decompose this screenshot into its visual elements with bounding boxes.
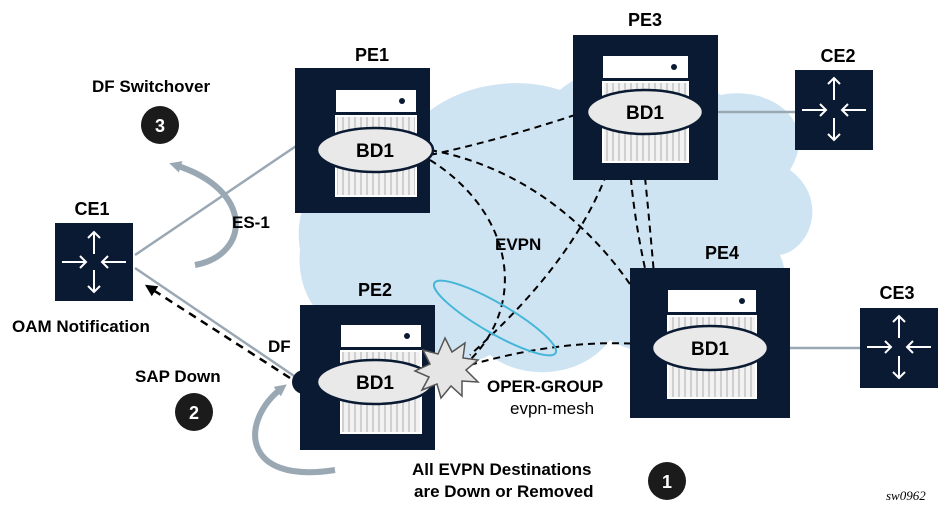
- pe1-led: [399, 98, 405, 104]
- pe1-node: BD1 PE1: [295, 45, 435, 213]
- oper-group-ring: [432, 279, 558, 357]
- link-ce1-pe2: [134, 266, 301, 382]
- pe2-label: PE2: [358, 280, 392, 300]
- pe4-bd-label: BD1: [691, 339, 729, 360]
- pe4-card-top: [668, 290, 756, 312]
- sap-down-curve-arrow: [252, 384, 336, 476]
- pe3-card-top: [603, 56, 688, 78]
- ce3-label: CE3: [879, 283, 914, 303]
- pe1-label: PE1: [355, 45, 389, 65]
- pe2-card-top: [341, 325, 421, 347]
- svg-text:2: 2: [189, 403, 199, 423]
- failure-explosion-icon: [413, 336, 480, 400]
- pe4-node: BD1 PE4: [630, 243, 790, 418]
- df-switchover-label: DF Switchover: [92, 77, 210, 96]
- pe1-bd-bubble: [315, 126, 435, 174]
- ce2-node: CE2: [795, 46, 873, 150]
- evpn-pe1-pe2: [429, 159, 506, 361]
- svg-text:3: 3: [155, 116, 165, 136]
- df-sap-marker: [292, 370, 316, 394]
- ce3-node: CE3: [860, 283, 938, 388]
- ce1-label: CE1: [74, 199, 109, 219]
- pe3-led: [671, 64, 677, 70]
- svg-text:1: 1: [662, 472, 672, 492]
- ce1-node: CE1: [55, 199, 133, 301]
- evpn-pe1-pe4: [429, 149, 663, 341]
- step-3-badge: 3: [141, 106, 179, 144]
- pe2-node: BD1 PE2: [292, 280, 435, 450]
- all-evpn-line2: are Down or Removed: [414, 482, 594, 501]
- es1-label: ES-1: [232, 213, 270, 232]
- pe3-bd-label: BD1: [626, 103, 664, 124]
- pe3-node: BD1 PE3: [573, 10, 718, 180]
- oam-notification-label: OAM Notification: [12, 317, 150, 336]
- evpn-pe2-pe4: [469, 342, 653, 366]
- pe3-label: PE3: [628, 10, 662, 30]
- step-2-badge: 2: [175, 393, 213, 431]
- oper-group-label: OPER-GROUP: [487, 377, 603, 396]
- pe2-led: [404, 333, 410, 339]
- df-label: DF: [268, 337, 291, 356]
- link-ce1-pe1: [134, 138, 306, 257]
- evpn-pe3-pe4-a: [639, 129, 661, 341]
- pe1-bd-label: BD1: [356, 141, 394, 162]
- evpn-pe1-pe3: [429, 109, 591, 156]
- pe4-led: [739, 298, 745, 304]
- oam-notification-arrow: [144, 284, 291, 380]
- pe4-label: PE4: [705, 243, 739, 263]
- ce2-label: CE2: [820, 46, 855, 66]
- evpn-label: EVPN: [495, 235, 541, 254]
- all-evpn-line1: All EVPN Destinations: [412, 460, 591, 479]
- sap-down-label: SAP Down: [135, 367, 221, 386]
- figure-id-label: sw0962: [886, 488, 926, 503]
- pe3-bd-bubble: [585, 88, 705, 136]
- evpn-links: [429, 109, 663, 366]
- pe1-card-top: [336, 90, 416, 112]
- evpn-mesh-label: evpn-mesh: [510, 399, 594, 418]
- df-switchover-arrow: [169, 161, 239, 268]
- pe2-bd-label: BD1: [356, 373, 394, 394]
- pe4-bd-bubble: [650, 324, 770, 372]
- step-1-badge: 1: [648, 462, 686, 500]
